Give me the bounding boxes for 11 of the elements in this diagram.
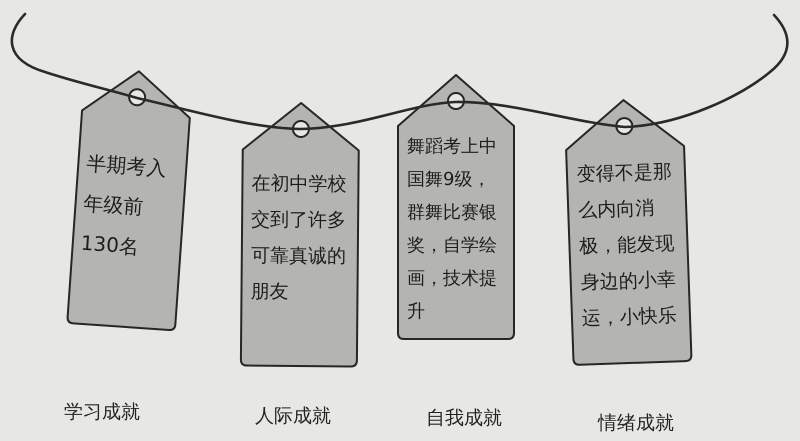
handwritten-note: 舞蹈考上中国舞9级，群舞比赛银奖，自学绘画，技术提升: [407, 135, 498, 324]
tag-label: 人际成就: [255, 404, 331, 429]
hanging-tag: [563, 96, 693, 366]
handwritten-note: 半期考入年级前130名: [79, 150, 168, 261]
tag-label: 学习成就: [64, 400, 140, 425]
handwritten-note: 变得不是那么内向消极，能发现身边的小幸运，小快乐: [576, 159, 678, 332]
tag-label: 情绪成就: [598, 411, 674, 436]
hanging-tag: [397, 74, 515, 340]
hanging-tag: [240, 102, 360, 368]
handwritten-note: 在初中学校交到了许多可靠真诚的朋友: [250, 172, 348, 305]
tag-label: 自我成就: [426, 406, 502, 431]
